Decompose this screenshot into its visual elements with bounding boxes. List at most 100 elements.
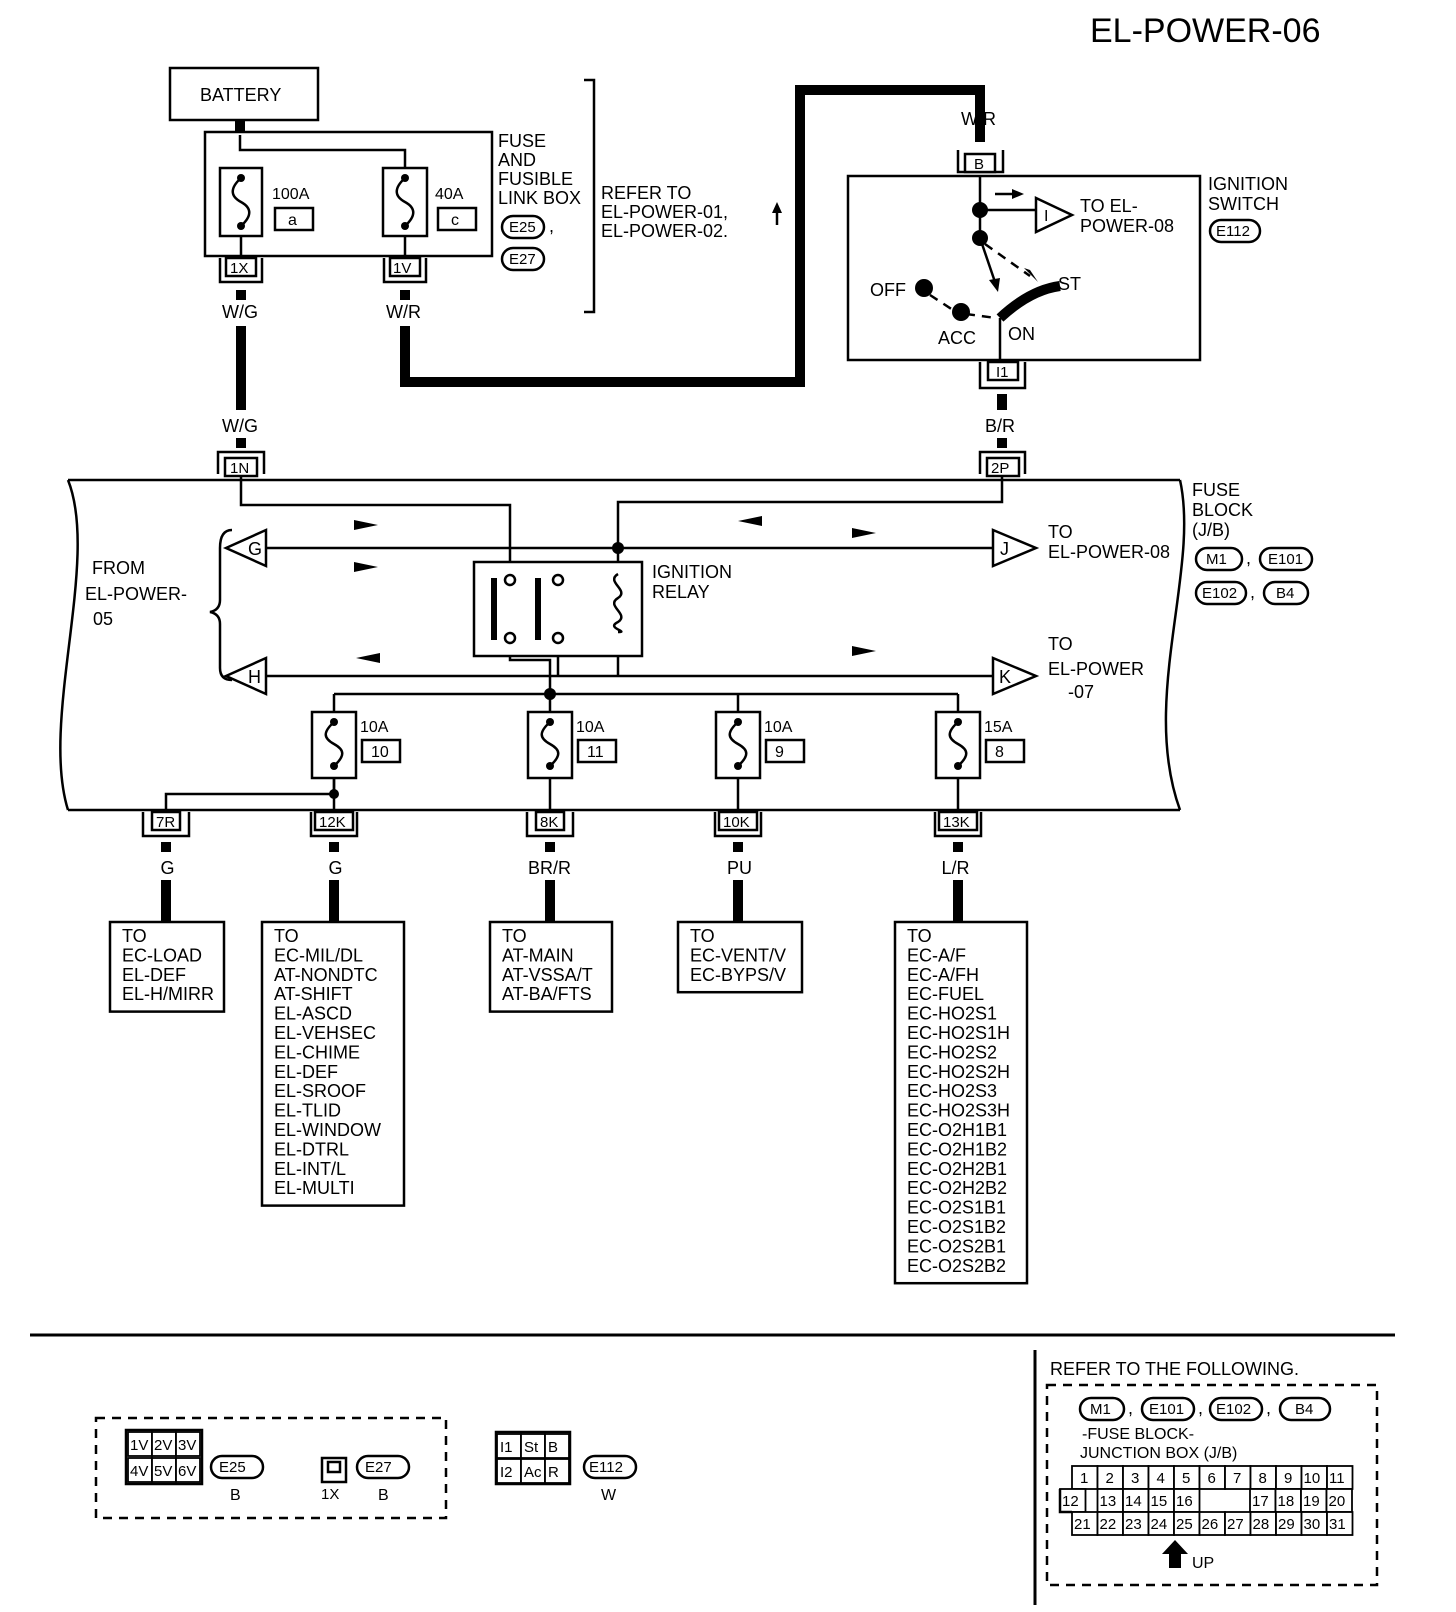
off-contact — [915, 279, 933, 297]
pos-st: ST — [1058, 274, 1081, 294]
wire-label: PU — [727, 858, 752, 878]
pin-label: 18 — [1278, 1493, 1295, 1510]
destination-line: EC-HO2S3 — [907, 1081, 997, 1101]
wire-label: G — [161, 858, 175, 878]
destination-line: TO — [907, 926, 932, 946]
destination-line: EC-O2S1B2 — [907, 1217, 1006, 1237]
legend-box-e25-e27 — [94, 1416, 448, 1520]
pin-label: 1 — [1080, 1470, 1088, 1487]
pin-label: 3V — [178, 1437, 196, 1454]
destination-line: EL-DEF — [274, 1062, 338, 1082]
destination-line: EC-O2H1B2 — [907, 1139, 1007, 1159]
svg-text:,: , — [1250, 582, 1255, 602]
pin-label: B — [548, 1439, 558, 1456]
pos-off: OFF — [870, 280, 906, 300]
legend-e112-color: W — [601, 1487, 617, 1504]
connector-e112: E112 — [1216, 223, 1250, 240]
destination-box — [676, 920, 804, 994]
svg-text:,: , — [1128, 1398, 1133, 1418]
from-line-1: FROM — [92, 558, 145, 578]
legend-badge-b4 — [1278, 1396, 1332, 1422]
fuse-40a-rating: 40A — [435, 186, 464, 203]
pin-label: St — [524, 1439, 539, 1456]
pin-label: 31 — [1329, 1516, 1346, 1533]
wire-label-b-r: B/R — [985, 416, 1015, 436]
acc-contact — [952, 303, 970, 321]
destination-line: EC-MIL/DL — [274, 945, 363, 965]
destination-line: EL-CHIME — [274, 1042, 360, 1062]
terminal-2p: 2P — [978, 450, 1027, 478]
pin-label: 13 — [1100, 1493, 1117, 1510]
pin-label: 6V — [178, 1463, 196, 1480]
terminal-label: 13K — [943, 814, 970, 831]
output-k: K — [999, 667, 1011, 687]
pin-label: 10 — [1304, 1470, 1321, 1487]
fuse-block-label-2: BLOCK — [1192, 500, 1253, 520]
pin-label: 7 — [1233, 1470, 1241, 1487]
to-k-line-1: TO — [1048, 634, 1073, 654]
destination-line: EL-DTRL — [274, 1139, 349, 1159]
fuse-40a-id: c — [451, 212, 459, 229]
destination-line: EL-VEHSEC — [274, 1023, 376, 1043]
pin-label: 21 — [1074, 1516, 1091, 1533]
pin-label: 14 — [1125, 1493, 1142, 1510]
connector-badge-e25 — [500, 214, 546, 240]
connector-e25: E25 — [509, 219, 536, 236]
destination-line: EC-FUEL — [907, 984, 984, 1004]
pin-label: 2 — [1106, 1470, 1114, 1487]
fuse-block-label-3: (J/B) — [1192, 520, 1230, 540]
from-line-2: EL-POWER- — [85, 584, 187, 604]
refer-line-2: EL-POWER-01, — [601, 202, 728, 222]
pin-label: 27 — [1227, 1516, 1244, 1533]
destination-line: EL-INT/L — [274, 1159, 346, 1179]
connector-badge-e102 — [1194, 580, 1248, 606]
legend-up: UP — [1192, 1555, 1214, 1572]
up-arrow-icon — [1162, 1540, 1188, 1568]
pin-label: 24 — [1151, 1516, 1168, 1533]
wire-label: BR/R — [528, 858, 571, 878]
fuse-number: 11 — [587, 744, 604, 761]
destination-line: EC-VENT/V — [690, 945, 786, 965]
ign-switch-label-1: IGNITION — [1208, 174, 1288, 194]
destination-line: EC-LOAD — [122, 945, 202, 965]
wire-label: L/R — [942, 858, 970, 878]
destination-box — [488, 920, 614, 1013]
to-i-label: I — [1044, 208, 1048, 225]
fuse-number: 8 — [995, 744, 1004, 761]
destination-line: EC-HO2S1 — [907, 1004, 997, 1024]
fuse-block-label-1: FUSE — [1192, 480, 1240, 500]
wire-label-w-r-switch: W/R — [961, 109, 996, 129]
relay-label-1: IGNITION — [652, 562, 732, 582]
destination-line: TO — [690, 926, 715, 946]
refer-line-3: EL-POWER-02. — [601, 221, 728, 241]
output-j: J — [1000, 539, 1009, 559]
wire-label-w-g-top: W/G — [222, 302, 258, 322]
to-j-line-1: TO — [1048, 522, 1073, 542]
legend-e27-color: B — [378, 1487, 389, 1504]
wire-label-w-r-top: W/R — [386, 302, 421, 322]
pin-label: 20 — [1329, 1493, 1346, 1510]
from-line-3: 05 — [93, 609, 113, 629]
legend-jb-label-2: JUNCTION BOX (J/B) — [1080, 1445, 1237, 1462]
to-k-line-3: -07 — [1068, 682, 1094, 702]
connector-e102: E102 — [1202, 585, 1237, 602]
connector-badge-e27 — [500, 246, 546, 272]
connector-e27: E27 — [509, 251, 536, 268]
pin-label: 26 — [1202, 1516, 1219, 1533]
pin-label: 5 — [1182, 1470, 1190, 1487]
pin-label: 2V — [154, 1437, 172, 1454]
destination-line: EC-BYPS/V — [690, 965, 786, 985]
output-j-arrow — [991, 528, 1040, 568]
fuse-number: 9 — [775, 744, 784, 761]
pin-label: Ac — [524, 1464, 542, 1481]
destination-box — [108, 920, 226, 1013]
pin-label: 4V — [130, 1463, 148, 1480]
terminal-label: 10K — [723, 814, 750, 831]
destination-line: AT-BA/FTS — [502, 984, 592, 1004]
